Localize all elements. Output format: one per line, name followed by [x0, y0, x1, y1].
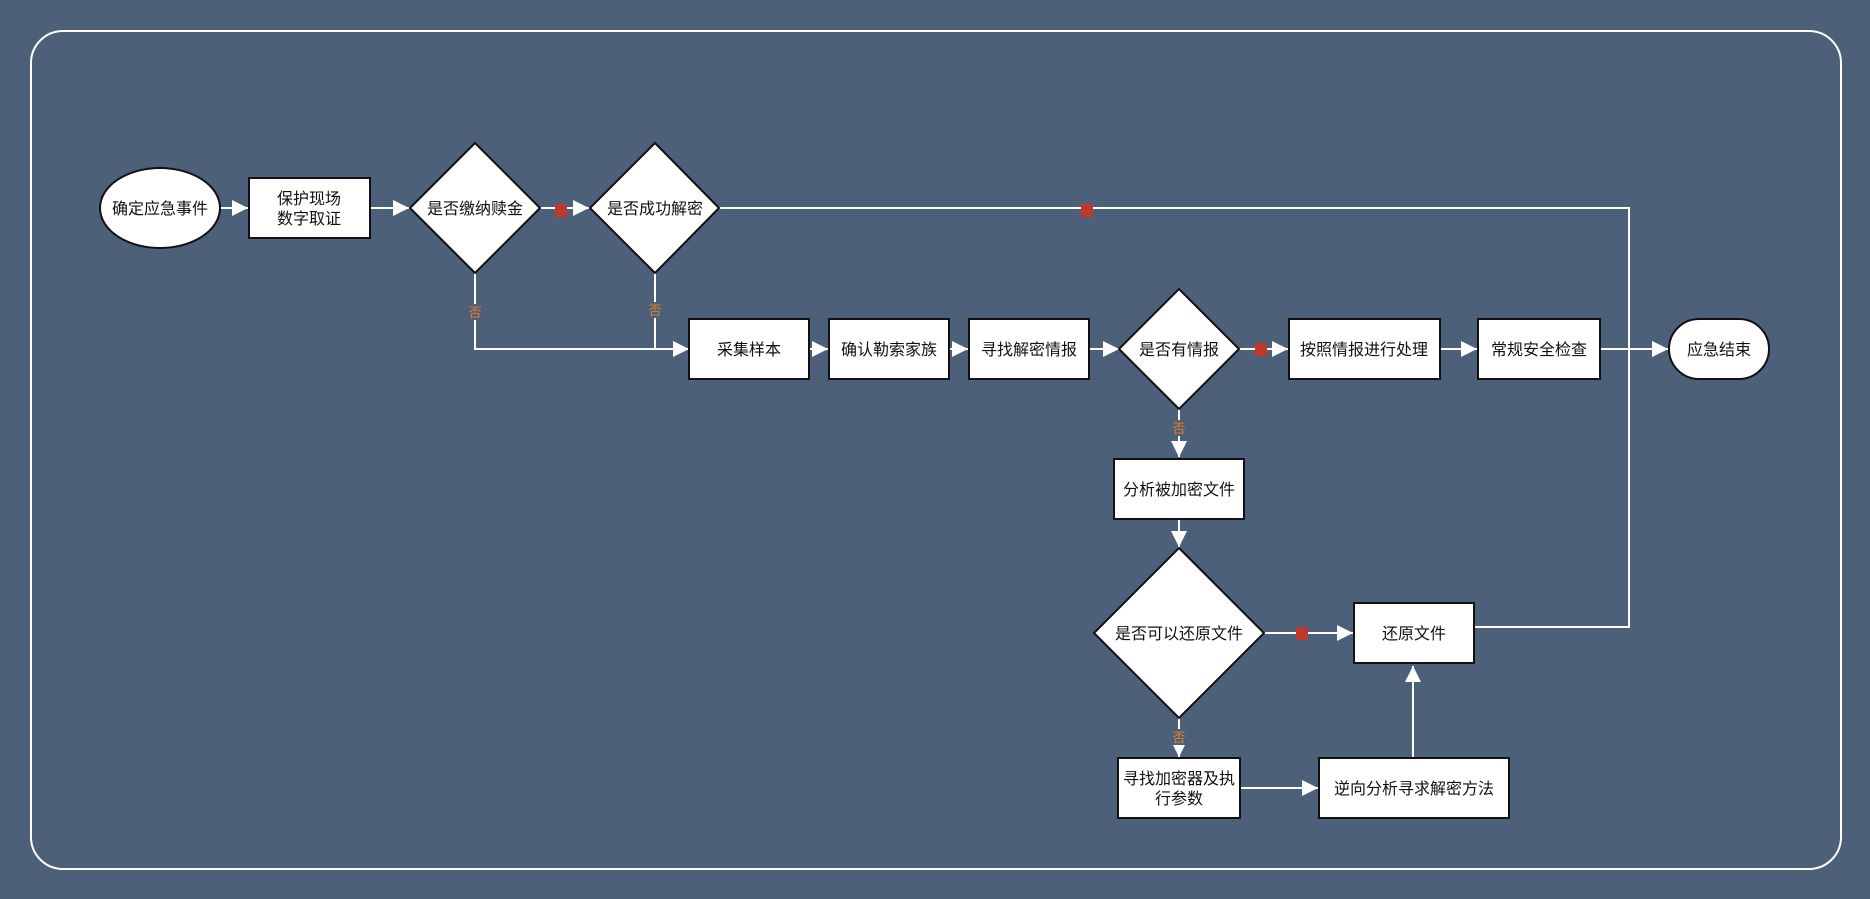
- restore-files-node: [1353, 602, 1475, 664]
- edge-ransom-paid-no: [474, 273, 689, 357]
- diagram-frame: [30, 30, 1842, 870]
- can-restore-label: 是否可以还原文件: [1115, 624, 1243, 643]
- edge-label-yes: 是: [1080, 205, 1093, 220]
- edge-label-no: 否: [1172, 422, 1185, 437]
- edge-label-yes: 是: [1254, 344, 1267, 359]
- find-intel-label: 寻找解密情报: [981, 340, 1077, 359]
- reverse-analysis-node: [1318, 757, 1510, 819]
- find-encryptor-label-line-2: 行参数: [1155, 789, 1203, 808]
- security-check-node: [1477, 318, 1601, 380]
- analyze-files-label: 分析被加密文件: [1123, 480, 1235, 499]
- find-encryptor-node: [1117, 757, 1241, 819]
- edge-restore-to-end: [1474, 349, 1630, 628]
- has-intel-decision: [1117, 287, 1241, 411]
- find-encryptor-label-line-1: 寻找加密器及执: [1123, 769, 1235, 788]
- ransom-paid-decision: [408, 141, 542, 275]
- start-label: 确定应急事件: [112, 199, 208, 218]
- reverse-analysis-label: 逆向分析寻求解密方法: [1334, 779, 1494, 798]
- confirm-family-node: [828, 318, 950, 380]
- edge-label-yes: 是: [1295, 628, 1308, 643]
- find-intel-node: [968, 318, 1090, 380]
- restore-files-label: 还原文件: [1382, 624, 1446, 643]
- edge-label-yes: 是: [554, 205, 567, 220]
- confirm-family-label: 确认勒索家族: [841, 340, 937, 359]
- can-restore-decision: [1092, 546, 1266, 720]
- handle-by-intel-node: [1288, 318, 1441, 380]
- protect-scene-node: [248, 177, 371, 239]
- end-node: [1668, 318, 1770, 380]
- handle-by-intel-label: 按照情报进行处理: [1300, 340, 1428, 359]
- has-intel-label: 是否有情报: [1139, 340, 1219, 359]
- edge-label-no: 否: [648, 304, 661, 319]
- edge-label-no: 否: [468, 306, 481, 321]
- analyze-files-node: [1113, 458, 1245, 520]
- collect-sample-node: [688, 318, 810, 380]
- collect-sample-label: 采集样本: [717, 340, 781, 359]
- decrypt-success-label: 是否成功解密: [607, 199, 703, 218]
- decrypt-success-decision: [588, 141, 721, 275]
- protect-label-line-2: 数字取证: [277, 209, 341, 228]
- security-check-label: 常规安全检查: [1491, 340, 1587, 359]
- start-node: [99, 167, 221, 249]
- protect-label-line-1: 保护现场: [277, 189, 341, 208]
- edge-label-no: 否: [1172, 731, 1185, 746]
- ransom-paid-label: 是否缴纳赎金: [427, 199, 523, 218]
- end-label: 应急结束: [1687, 340, 1751, 359]
